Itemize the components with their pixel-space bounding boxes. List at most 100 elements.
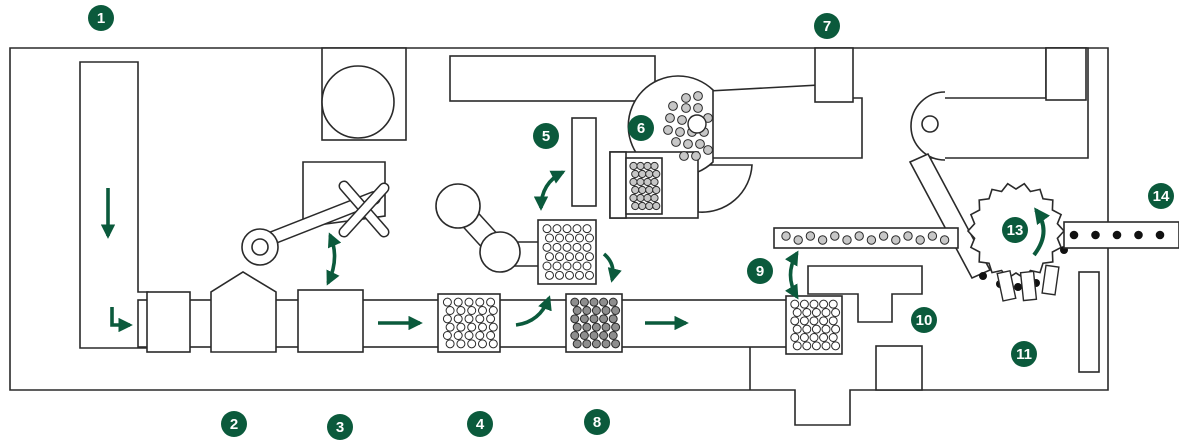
arrow-curve-up xyxy=(515,295,552,327)
step-marker-circle xyxy=(533,123,559,149)
tray-ball xyxy=(545,252,554,262)
step-marker-14: 14 xyxy=(1148,183,1174,209)
tray-ball xyxy=(809,299,819,309)
tray-ball xyxy=(575,233,584,243)
tray-ball xyxy=(542,242,552,252)
tray-ball xyxy=(542,261,552,271)
tray-ball xyxy=(608,331,618,340)
out-ball xyxy=(1134,230,1143,240)
tray-ball xyxy=(456,306,466,315)
step-marker-label: 5 xyxy=(542,128,550,145)
wheel-ball xyxy=(675,127,685,137)
step-marker-6: 6 xyxy=(628,115,654,141)
tray-ball xyxy=(442,314,452,324)
tray-ball xyxy=(802,341,812,351)
step-marker-9: 9 xyxy=(747,258,773,284)
tray-ball xyxy=(582,242,592,252)
top-rectangle xyxy=(449,55,656,102)
station-house xyxy=(210,271,277,353)
tray-ball xyxy=(645,185,654,195)
tray-ball xyxy=(828,316,838,326)
tray-ball xyxy=(572,306,582,315)
step-marker-label: 1 xyxy=(97,10,105,27)
right-machine-column xyxy=(1045,47,1087,101)
tray-ball xyxy=(542,224,552,234)
wheel-ball xyxy=(693,103,703,113)
tray-ball xyxy=(545,233,554,243)
tray-ball xyxy=(572,261,582,271)
tray-ball xyxy=(464,314,474,324)
wheel-ball xyxy=(663,125,673,135)
tray-ball xyxy=(819,333,829,342)
tray-5 xyxy=(537,219,597,285)
tray-ball xyxy=(572,339,582,349)
tray-ball xyxy=(467,339,477,349)
tray-ball xyxy=(486,297,496,307)
tray-4 xyxy=(437,293,501,353)
tray-ball xyxy=(790,316,800,326)
tray-ball xyxy=(799,333,809,342)
tray-8 xyxy=(565,293,623,353)
step-marker-label: 7 xyxy=(823,18,831,35)
tray-ball xyxy=(562,224,572,234)
tray-ball xyxy=(562,261,572,271)
station-11-box xyxy=(875,345,923,391)
tray-ball xyxy=(831,308,841,317)
tray-ball xyxy=(650,193,659,203)
step-marker-circle xyxy=(747,258,773,284)
step-marker-8: 8 xyxy=(584,409,610,435)
tray-ball xyxy=(831,324,841,334)
wheel-ball xyxy=(691,151,701,161)
tray-ball xyxy=(572,242,582,252)
ball-row xyxy=(781,231,950,245)
tray-ball xyxy=(811,308,821,317)
tray-ball xyxy=(475,331,485,340)
arrow-double-5 xyxy=(533,170,566,211)
step-marker-3: 3 xyxy=(327,414,353,440)
tray-ball xyxy=(643,177,652,187)
tray-ball xyxy=(790,299,800,309)
tray-ball xyxy=(579,331,589,340)
tray-ball xyxy=(488,322,498,332)
conveyor-ball xyxy=(915,235,925,245)
star-wheel-tab xyxy=(1019,270,1038,302)
arrow-curve-down xyxy=(602,252,622,283)
right-slim-post xyxy=(1078,271,1100,373)
conveyor-ball xyxy=(805,231,816,241)
conveyor-ball xyxy=(878,231,889,241)
tray-ball xyxy=(821,308,831,317)
tray-ball xyxy=(792,308,802,317)
station-box-2 xyxy=(146,291,191,353)
step-marker-label: 13 xyxy=(1007,222,1024,239)
station-5-post xyxy=(571,117,597,207)
tray-ball xyxy=(629,161,638,171)
tray-ball xyxy=(445,339,455,349)
step-marker-label: 8 xyxy=(593,414,601,431)
tray-ball xyxy=(488,339,498,349)
tray-ball xyxy=(565,270,574,280)
tray-ball xyxy=(645,169,654,179)
tray-ball xyxy=(464,297,474,307)
tray-ball xyxy=(802,308,812,317)
tray-ball xyxy=(601,322,611,332)
wheel-ball xyxy=(683,139,693,149)
tray-ball xyxy=(638,169,647,179)
out-ball xyxy=(1069,230,1079,240)
arrow-rotate-13 xyxy=(1032,207,1050,257)
filler-column-7 xyxy=(814,47,854,103)
tray-ball xyxy=(591,339,601,349)
step-marker-label: 11 xyxy=(1016,346,1032,363)
step-marker-11: 11 xyxy=(1011,341,1037,367)
tray-ball xyxy=(478,339,487,349)
out-ball xyxy=(1091,230,1100,240)
step-marker-label: 9 xyxy=(756,263,764,280)
tray-ball xyxy=(555,252,564,262)
tray-ball xyxy=(599,297,609,307)
tank-circle xyxy=(321,65,395,139)
star-wheel-tab xyxy=(996,270,1017,302)
tray-ball xyxy=(464,331,474,340)
step-marker-circle xyxy=(1002,217,1028,243)
tray-ball xyxy=(579,297,589,307)
